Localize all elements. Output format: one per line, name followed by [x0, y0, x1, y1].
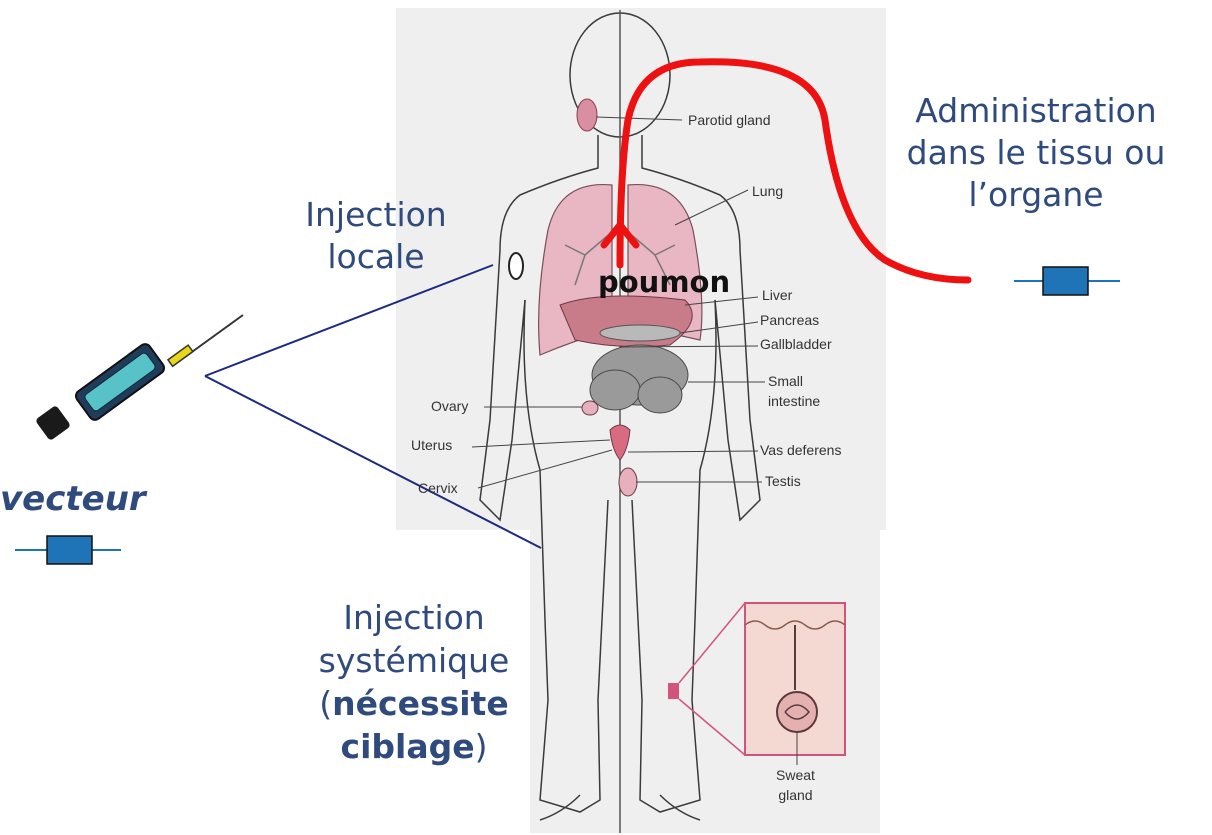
label-small-intestine: Small intestine — [768, 371, 820, 411]
injection-systemique-line4: ciblage) — [284, 725, 544, 768]
administration-line2: dans le tissu ou — [860, 132, 1212, 174]
administration-line1: Administration — [860, 90, 1212, 132]
label-pancreas: Pancreas — [760, 312, 819, 328]
injection-systemique-line3: (nécessite — [284, 682, 544, 725]
label-sweat-gland: Sweat gland — [776, 765, 815, 805]
injection-locale-line2: locale — [276, 236, 476, 278]
label-sweat-gland-line1: Sweat — [776, 765, 815, 785]
bold-ciblage: ciblage — [341, 727, 475, 766]
label-small-intestine-line2: intestine — [768, 391, 820, 411]
label-poumon: poumon — [598, 265, 730, 299]
label-ovary: Ovary — [431, 398, 468, 414]
label-administration: Administration dans le tissu ou l’organe — [860, 90, 1212, 216]
parotid-gland-shape — [577, 99, 597, 131]
pancreas-shape — [600, 325, 680, 341]
label-uterus: Uterus — [411, 437, 452, 453]
label-vas-deferens: Vas deferens — [760, 442, 841, 458]
open-paren: ( — [319, 684, 332, 723]
intestine-shape — [590, 345, 688, 413]
label-gallbladder: Gallbladder — [760, 336, 832, 352]
label-lung: Lung — [752, 183, 783, 199]
label-vecteur: vecteur — [0, 479, 146, 519]
administration-line3: l’organe — [860, 174, 1212, 216]
testis-shape — [619, 468, 637, 496]
label-small-intestine-line1: Small — [768, 371, 820, 391]
ovary-shape — [582, 401, 598, 415]
label-liver: Liver — [762, 287, 792, 303]
vector-symbol-left — [15, 536, 121, 564]
injection-locale-line1: Injection — [276, 194, 476, 236]
vector-symbol-right — [1014, 267, 1120, 295]
label-injection-locale: Injection locale — [276, 194, 476, 278]
close-paren: ) — [475, 727, 488, 766]
syringe-icon — [35, 315, 243, 441]
label-testis: Testis — [765, 473, 801, 489]
label-injection-systemique: Injection systémique (nécessite ciblage) — [284, 596, 544, 768]
label-parotid-gland: Parotid gland — [688, 112, 771, 128]
injection-systemique-line2: systémique — [284, 639, 544, 682]
injection-site-marker — [509, 253, 523, 279]
injection-systemique-line1: Injection — [284, 596, 544, 639]
label-sweat-gland-line2: gland — [776, 785, 815, 805]
label-cervix: Cervix — [418, 480, 458, 496]
bold-necessite: nécessite — [332, 684, 509, 723]
